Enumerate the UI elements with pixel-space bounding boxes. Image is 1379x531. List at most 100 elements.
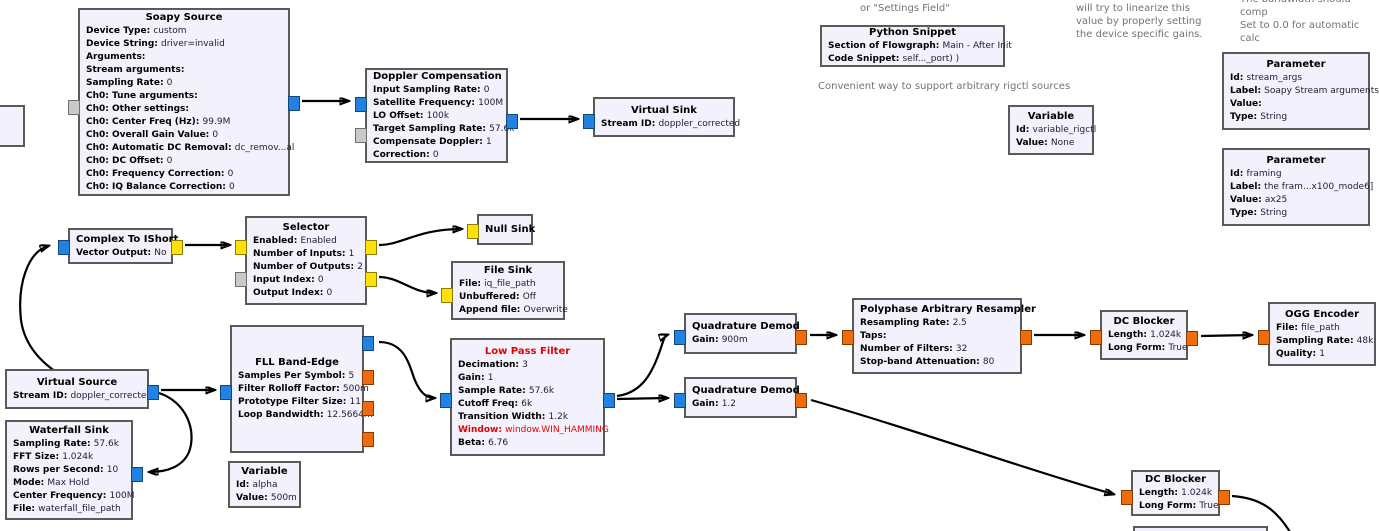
port-complex-left[interactable] <box>440 392 452 408</box>
param-value: 500m <box>270 492 297 503</box>
param-value: file_path <box>1301 322 1340 333</box>
port-short-left[interactable] <box>235 239 247 255</box>
param-value: driver=invalid <box>161 38 225 49</box>
port-short-left[interactable] <box>467 223 479 239</box>
connection-virtualsource-to-waterfall[interactable] <box>150 391 193 472</box>
block-title: Doppler Compensation <box>373 70 502 82</box>
param-value: doppler_corrected <box>658 118 741 129</box>
port-float-left[interactable] <box>1258 329 1270 345</box>
port-complex-right[interactable] <box>506 113 518 129</box>
param-value: 100M <box>478 97 504 108</box>
port-float-right[interactable] <box>1218 489 1230 505</box>
port-short-right[interactable] <box>365 271 377 287</box>
param-label: Stop-band Attenuation: <box>860 357 983 367</box>
block-partial-block-bottom[interactable] <box>1133 526 1268 531</box>
port-float-right[interactable] <box>795 392 807 408</box>
port-float-right[interactable] <box>362 369 374 385</box>
param-value: 57.6k <box>489 123 515 134</box>
connection-fll-to-lowpass[interactable] <box>378 340 434 398</box>
block-param: Ch0: DC Offset: 0 <box>86 155 282 168</box>
port-complex-right[interactable] <box>362 335 374 351</box>
port-float-left[interactable] <box>1121 489 1133 505</box>
port-float-left[interactable] <box>1090 329 1102 345</box>
param-value: 1 <box>486 136 492 147</box>
port-short-right[interactable] <box>171 239 183 255</box>
port-complex-right[interactable] <box>131 466 143 482</box>
connection-selector-to-filesink[interactable] <box>378 275 435 293</box>
block-title: Selector <box>282 222 330 233</box>
port-float-left[interactable] <box>842 329 854 345</box>
port-message-left[interactable] <box>68 99 80 115</box>
port-complex-left[interactable] <box>583 113 595 129</box>
port-complex-left[interactable] <box>674 329 686 345</box>
port-float-right[interactable] <box>1020 329 1032 345</box>
port-short-right[interactable] <box>365 239 377 255</box>
port-float-right[interactable] <box>795 329 807 345</box>
port-complex-left[interactable] <box>58 239 70 255</box>
param-label: Device String: <box>86 38 161 49</box>
block-param: Quality: 1 <box>1276 348 1368 361</box>
param-label: Taps: <box>860 331 887 341</box>
port-message-left[interactable] <box>235 271 247 287</box>
connection-selector-to-nullsink[interactable] <box>378 229 461 247</box>
param-label: Sampling Rate: <box>13 439 94 449</box>
port-float-right[interactable] <box>362 400 374 416</box>
connection-lowpass-to-quaddemod1[interactable] <box>616 335 667 398</box>
param-value: 0 <box>166 155 173 166</box>
param-label: Decimation: <box>458 359 523 370</box>
port-complex-right[interactable] <box>147 384 159 400</box>
block-param: Code Snippet: self..._port) ) <box>828 53 997 66</box>
param-label: Code Snippet: <box>828 54 903 64</box>
connection-lowpass-to-quaddemod2[interactable] <box>616 398 667 399</box>
param-label: Input Index: <box>253 275 318 285</box>
connection-quaddemod2-to-dcblocker2[interactable] <box>810 398 1113 494</box>
block-param: Sampling Rate: 48k <box>1276 335 1373 348</box>
port-message-left[interactable] <box>355 127 367 143</box>
port-complex-right[interactable] <box>288 95 300 111</box>
block-title: Virtual Source <box>36 376 118 388</box>
connection-dcblocker1-to-ogg[interactable] <box>1200 335 1251 336</box>
block-param: Type: String <box>1230 207 1362 220</box>
block-param: Transition Width: 1.2k <box>458 411 597 424</box>
port-complex-right[interactable] <box>603 392 615 408</box>
param-label: Label: <box>1230 182 1265 192</box>
port-float-right[interactable] <box>362 431 374 447</box>
block-null-sink[interactable]: Null Sink <box>467 214 535 245</box>
block-title: OGG Encoder <box>1284 308 1360 320</box>
port-float-right[interactable] <box>1186 330 1198 346</box>
comment-linearize: will try to linearize this value by prop… <box>1076 3 1203 40</box>
connection-dcblocker2-out[interactable] <box>1231 494 1291 531</box>
port-complex-left[interactable] <box>220 384 232 400</box>
param-label: Mode: <box>13 478 48 488</box>
port-short-left[interactable] <box>441 287 453 303</box>
param-label: Arguments: <box>86 51 146 62</box>
port-complex-left[interactable] <box>355 96 367 112</box>
block-param: Id: alpha <box>236 479 293 492</box>
block-param: Length: 1.024k <box>1139 487 1212 500</box>
block-partial-block-left[interactable]: ib <box>0 105 25 147</box>
param-value: 32 <box>955 344 968 354</box>
port-complex-left[interactable] <box>674 392 686 408</box>
